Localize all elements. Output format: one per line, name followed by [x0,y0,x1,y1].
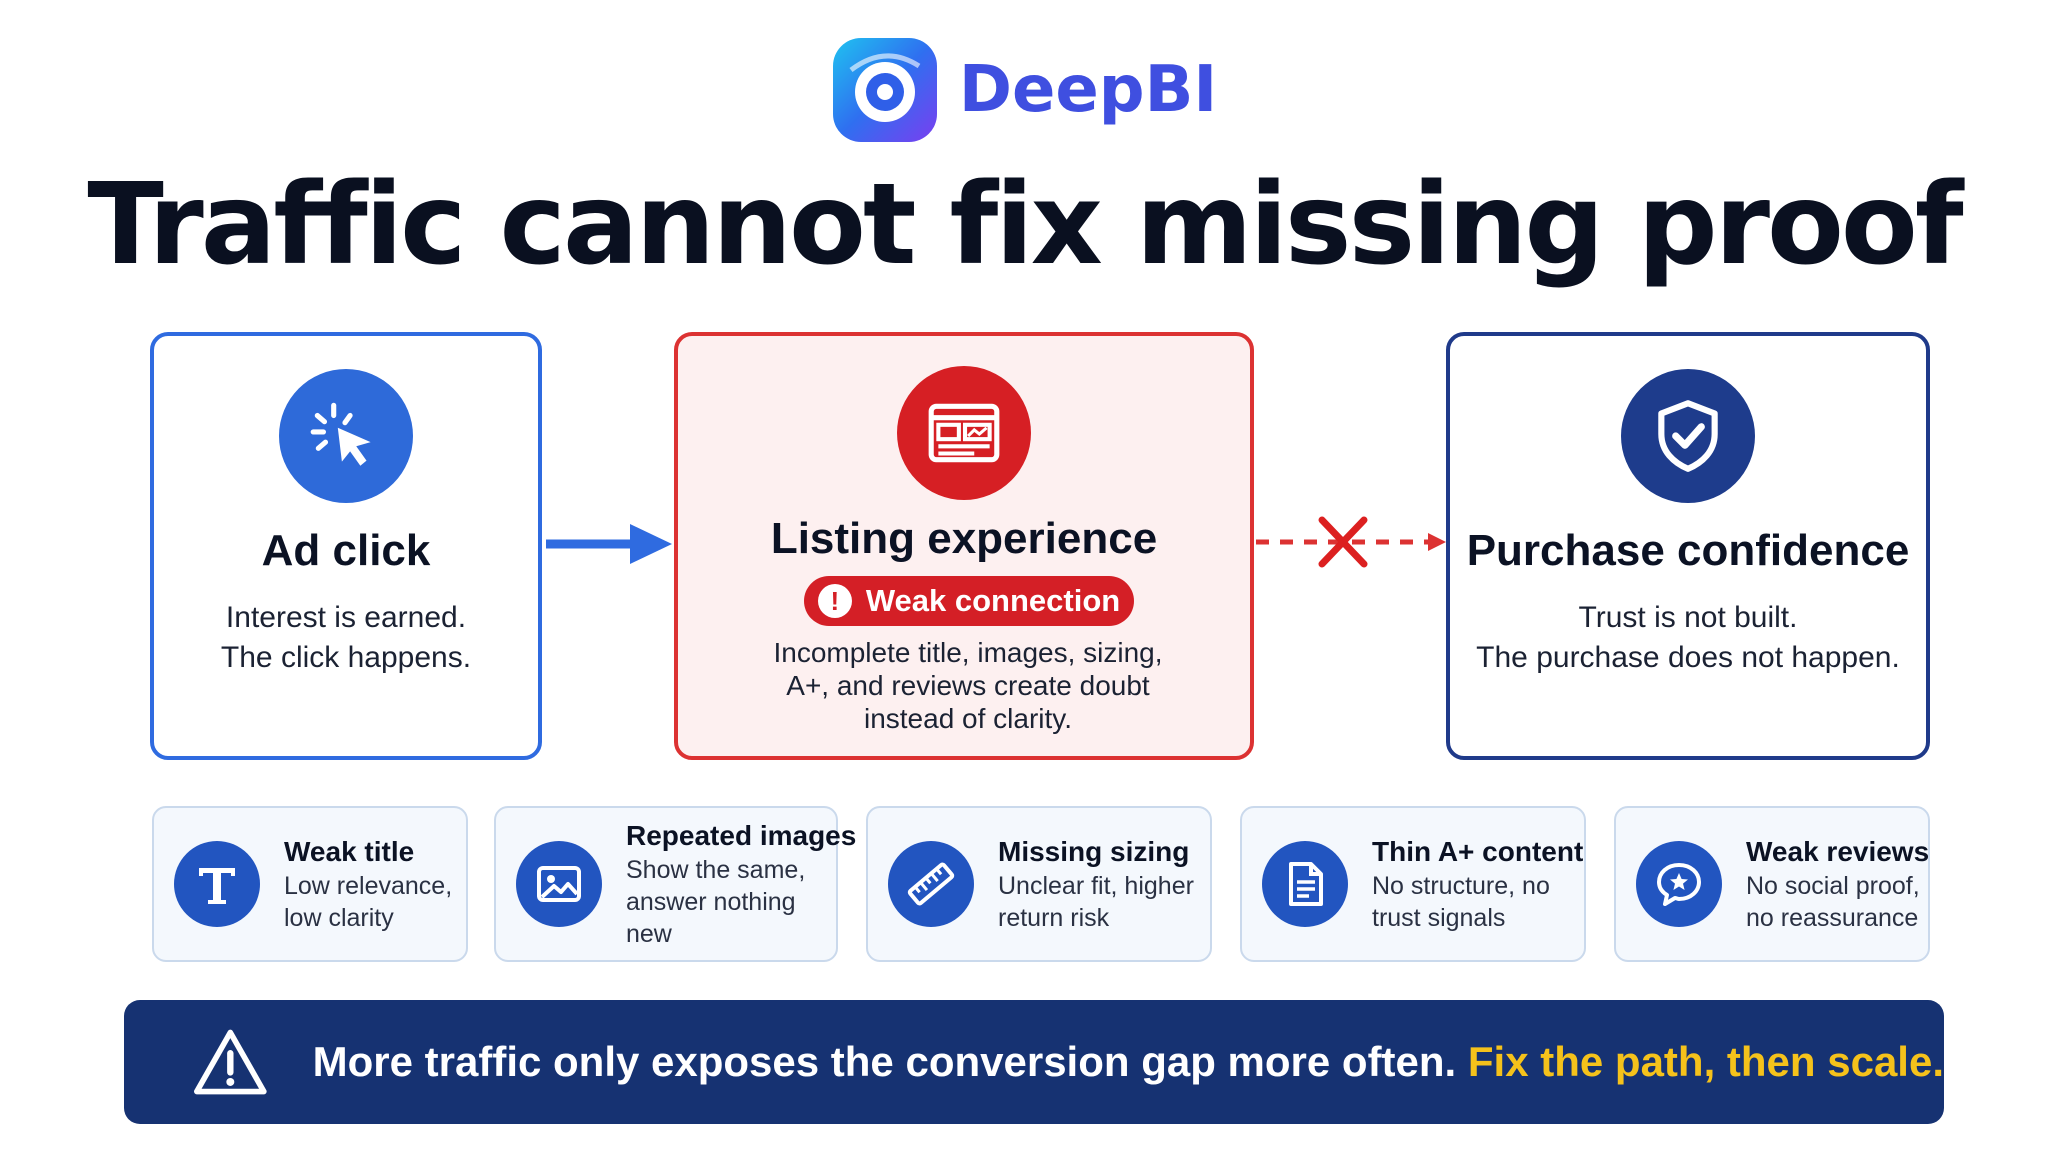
document-icon [1262,841,1348,927]
issue-body: Thin A+ content No structure, no trust s… [1372,834,1583,934]
issue-text: Unclear fit, higher return risk [998,872,1194,932]
issue-body: Weak reviews No social proof, no reassur… [1746,834,1929,934]
stage-listing-experience: Listing experience ! Weak connection Inc… [674,332,1254,760]
shield-check-icon [1621,369,1755,503]
issue-title: Repeated images [626,820,857,851]
banner-main-text: More traffic only exposes the conversion… [312,1038,1457,1085]
stage-description: Interest is earned. The click happens. [220,601,472,674]
cursor-click-icon [279,369,413,503]
star-chat-icon [1636,841,1722,927]
exclamation-icon: ! [817,584,852,618]
issue-card-weak-title: Weak title Low relevance, low clarity [152,806,468,962]
stage-description: Incomplete title, images, sizing, A+, an… [773,637,1163,734]
weak-connection-badge: ! Weak connection [804,576,1134,626]
issue-text: Low relevance, low clarity [284,872,453,932]
stage-purchase-confidence: Purchase confidence Trust is not built. … [1446,332,1930,760]
deepbi-logo-icon [832,38,937,142]
issue-title: Weak reviews [1746,836,1930,867]
badge-label: Weak connection [865,583,1121,618]
headline: Traffic cannot fix missing proof [87,160,1963,290]
stage-title: Purchase confidence [1466,526,1910,575]
listing-page-icon [897,366,1031,500]
issue-text: No structure, no trust signals [1372,872,1550,932]
brand-header: DeepBI [0,30,2048,150]
image-icon [516,841,602,927]
issue-card-missing-sizing: Missing sizing Unclear fit, higher retur… [866,806,1212,962]
broken-dashed-connector [1256,516,1446,568]
brand-name: DeepBI [958,53,1218,127]
issue-card-thin-a-plus: Thin A+ content No structure, no trust s… [1240,806,1586,962]
stage-description: Trust is not built. The purchase does no… [1476,601,1900,674]
stage-title: Ad click [261,526,431,575]
banner-message: More traffic only exposes the conversion… [313,1038,1944,1086]
issue-title: Weak title [284,836,415,867]
issue-title: Missing sizing [998,836,1190,867]
issue-title: Thin A+ content [1372,836,1584,867]
warning-icon [193,1029,267,1095]
issue-body: Weak title Low relevance, low clarity [284,834,459,934]
issue-body: Missing sizing Unclear fit, higher retur… [998,834,1198,934]
banner-highlight-text: Fix the path, then scale. [1467,1038,1944,1085]
solid-arrow-connector [546,524,672,564]
stage-ad-click: Ad click Interest is earned. The click h… [150,332,542,760]
stage-title: Listing experience [770,514,1158,563]
bottom-banner: More traffic only exposes the conversion… [124,1000,1944,1124]
issue-card-weak-reviews: Weak reviews No social proof, no reassur… [1614,806,1930,962]
letter-t-icon [174,841,260,927]
issue-card-repeated-images: Repeated images Show the same, answer no… [494,806,856,962]
issue-text: No social proof, no reassurance [1746,872,1920,932]
issue-body: Repeated images Show the same, answer no… [626,818,856,950]
ruler-icon [888,841,974,927]
issue-text: Show the same, answer nothing new [626,856,806,948]
